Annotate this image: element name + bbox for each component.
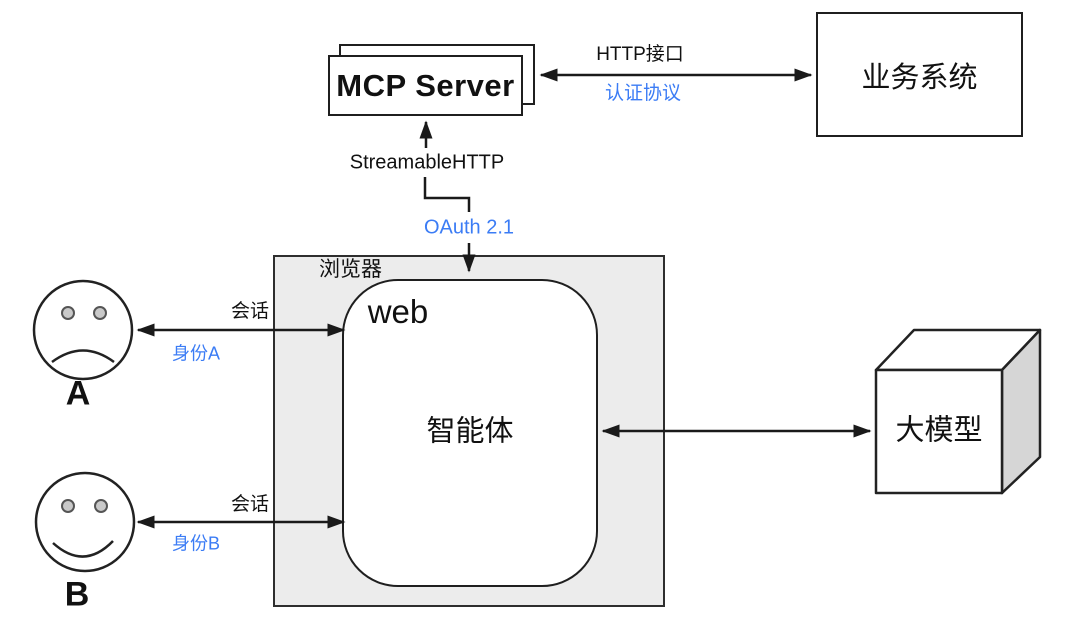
agent-rounded-box: [342, 279, 598, 587]
model-cube-icon: [874, 328, 1042, 495]
cube-right-face: [1000, 328, 1042, 495]
auth-protocol-label: 认证协议: [604, 83, 682, 105]
user-b-label: B: [64, 575, 90, 614]
cube-top-face: [874, 328, 1042, 372]
user-a-left-eye: [61, 306, 75, 320]
oauth-label: OAuth 2.1: [423, 216, 515, 239]
business-system-label: 业务系统: [861, 61, 978, 94]
http-interface-label: HTTP接口: [596, 44, 684, 66]
agent-label: 智能体: [426, 415, 514, 448]
web-label: web: [367, 293, 429, 331]
business-system-box: 业务系统: [816, 12, 1023, 137]
user-a-face-icon: [32, 279, 134, 381]
model-label: 大模型: [895, 414, 983, 447]
user-b-face-icon: [34, 471, 136, 573]
mcp-server-box: MCP Server: [328, 55, 523, 116]
mcp-server-label: MCP Server: [336, 67, 515, 103]
elbow-connector: [423, 177, 471, 212]
user-a-right-eye: [93, 306, 107, 320]
identity-a-label: 身份A: [171, 343, 221, 364]
identity-b-label: 身份B: [171, 533, 221, 554]
streamablehttp-label: StreamableHTTP: [349, 151, 505, 174]
user-a-label: A: [65, 374, 91, 413]
user-b-left-eye: [61, 499, 75, 513]
session-a-label: 会话: [230, 301, 270, 323]
session-b-label: 会话: [230, 494, 270, 516]
user-b-smile-mouth: [52, 540, 114, 558]
user-a-frown-mouth: [51, 349, 115, 364]
user-b-right-eye: [94, 499, 108, 513]
browser-label: 浏览器: [319, 257, 382, 281]
